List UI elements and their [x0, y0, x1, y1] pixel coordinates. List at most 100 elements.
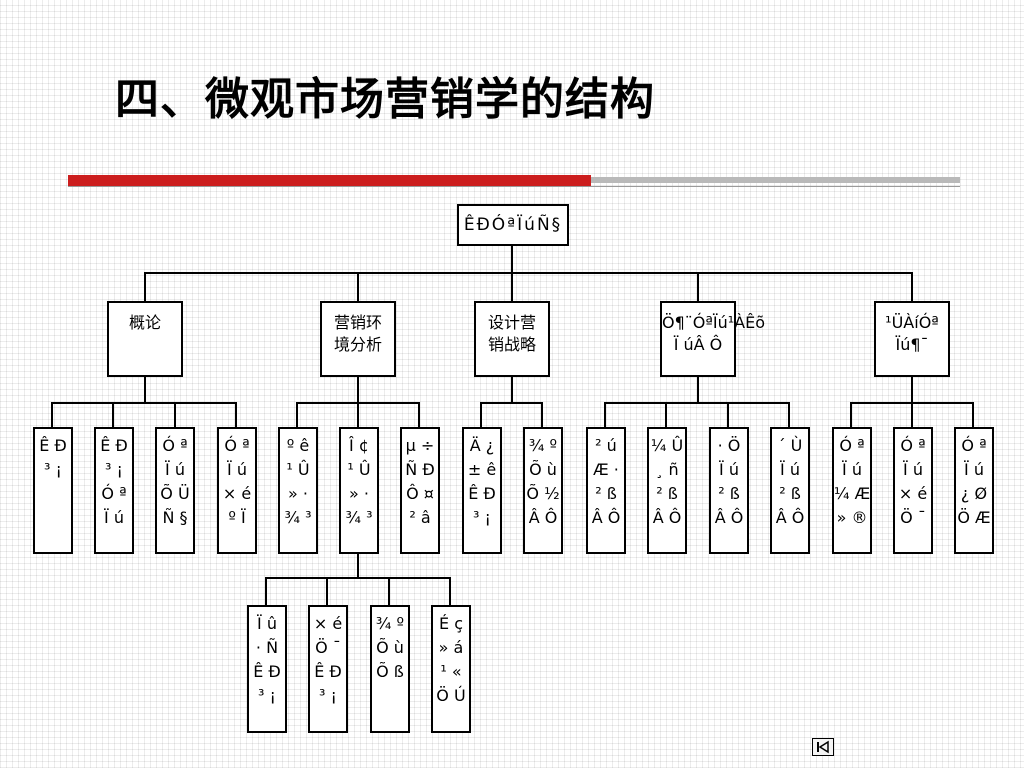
category-node: Ö¶¨ÓªÏú¹ÀÊõ Ï úÂ Ô [660, 301, 766, 377]
leaf-node-text: ² ß [595, 484, 617, 503]
connector [357, 553, 359, 578]
leaf-node-text: Ñ Ð [405, 460, 435, 479]
category-node-line1: ¹ÜÀíÓª [885, 313, 939, 332]
leaf-node-text: ± ê [467, 460, 497, 479]
leaf-node: Ó ª Ï ú × é º Ï [217, 427, 257, 554]
leaf-node: º ê ¹ Û » · ¾ ³ [278, 427, 318, 554]
subleaf-node: × é Ö ¯ Ê Ð ³ ¡ [308, 605, 348, 733]
subleaf-node: É ç » á ¹ « Ö Ú [431, 605, 471, 733]
leaf-node: Ó ª Ï ú × é Ö ¯ [893, 427, 933, 554]
subleaf-node: ¾ º Õ ù Õ ß [370, 605, 410, 733]
leaf-node-text: Ó ª [224, 436, 250, 455]
subleaf-node-text: · Ñ [255, 638, 279, 657]
leaf-node-text: Ó ª [961, 436, 987, 455]
leaf-node-text: Ó ª [900, 436, 926, 455]
leaf-node: Ó ª Ï ú ¿ Ø Ö Æ [954, 427, 994, 554]
connector [480, 402, 482, 428]
nav-first-button[interactable] [812, 738, 834, 756]
leaf-node-text: ¾ ³ [284, 508, 312, 527]
leaf-node-text: ¼ Û [650, 436, 684, 455]
leaf-node: ¾ º Õ ù Õ ½ Â Ô [523, 427, 563, 554]
leaf-node-text: ² ß [718, 484, 740, 503]
title-rule-thin [68, 186, 960, 187]
category-node-line2: Ï úÂ Ô [673, 335, 723, 354]
connector [511, 245, 513, 273]
leaf-node-text: » ® [836, 508, 868, 527]
leaf-node-text: Â Ô [714, 508, 744, 527]
category-node: 概论 [107, 301, 183, 377]
connector [911, 272, 913, 302]
leaf-node: ´ Ù Ï ú ² ß Â Ô [770, 427, 810, 554]
leaf-node: Î ¢ ¹ Û » · ¾ ³ [339, 427, 379, 554]
leaf-node-text: Ê Ð [468, 484, 496, 503]
category-node: 营销环 境分析 [320, 301, 396, 377]
connector [911, 402, 913, 428]
leaf-node-text: Õ ½ [526, 484, 560, 503]
leaf-node-text: Â Ô [528, 508, 558, 527]
subleaf-node-text: Ï û [257, 614, 277, 633]
connector [511, 376, 513, 403]
connector [604, 402, 790, 404]
category-node-line2: 销战略 [487, 335, 536, 354]
leaf-node-text: Â Ô [591, 508, 621, 527]
category-node-line1: 营销环 [333, 313, 382, 332]
subleaf-node-text: Õ ß [376, 662, 404, 681]
leaf-node-text: Ó ª [162, 436, 188, 455]
leaf-node: ² ú Æ · ² ß Â Ô [586, 427, 626, 554]
leaf-node-text: º Ï [228, 508, 246, 527]
subleaf-node-text: Ö Ú [436, 686, 466, 705]
leaf-node-text: µ ÷ [405, 436, 435, 455]
subleaf-node-text: ¾ º [375, 614, 405, 633]
leaf-node-text: Ï ú [964, 460, 984, 479]
leaf-node: µ ÷ Ñ Ð Ô ¤ ² â [400, 427, 440, 554]
category-node-line1: Ö¶¨ÓªÏú¹ÀÊõ [662, 313, 766, 332]
leaf-node-text: ¼ Æ [834, 484, 871, 503]
leaf-node-text: Õ ù [529, 460, 557, 479]
root-node-label: ÊÐÓªÏúÑ§ [463, 215, 563, 235]
connector [850, 402, 852, 428]
category-node-line2: 境分析 [333, 335, 382, 354]
leaf-node-text: Ï ú [104, 508, 124, 527]
leaf-node-text: » · [288, 484, 308, 503]
connector [727, 402, 729, 428]
connector [541, 402, 543, 428]
leaf-node-text: ¿ Ø [960, 484, 988, 503]
leaf-node: ¼ Û ¸ ñ ² ß Â Ô [647, 427, 687, 554]
connector [418, 402, 420, 428]
subleaf-node-text: ³ ¡ [258, 686, 276, 705]
connector [144, 272, 913, 274]
leaf-node: Ó ª Ï ú Õ Ü Ñ § [155, 427, 195, 554]
leaf-node-text: Ï ú [165, 460, 185, 479]
leaf-node-text: Î ¢ [349, 436, 369, 455]
leaf-node-text: Æ · [593, 460, 619, 479]
title-rule-gray [591, 177, 960, 183]
subleaf-node-text: ³ ¡ [319, 686, 337, 705]
connector [357, 376, 359, 403]
leaf-node-text: Ñ § [162, 508, 188, 527]
leaf-node-text: º ê [286, 436, 310, 455]
leaf-node-text: Ï ú [719, 460, 739, 479]
leaf-node-text: Â Ô [652, 508, 682, 527]
leaf-node-text: × é [222, 484, 252, 503]
root-node: ÊÐÓªÏúÑ§ [457, 204, 569, 246]
subleaf-node-text: É ç [439, 614, 463, 633]
leaf-node-text: Ó ª [839, 436, 865, 455]
connector [697, 376, 699, 403]
leaf-node-text: Â Ô [775, 508, 805, 527]
leaf-node-text: Ï ú [227, 460, 247, 479]
category-node-line2: Ïú¶¯ [895, 335, 929, 354]
leaf-node-text: ¹ Û [347, 460, 371, 479]
connector [326, 577, 328, 606]
leaf-node-text: ´ Ù [777, 436, 803, 455]
connector [296, 402, 298, 428]
leaf-node-text: ² â [409, 508, 431, 527]
connector [449, 577, 451, 606]
leaf-node-text: ¾ º [528, 436, 558, 455]
leaf-node-text: ³ ¡ [44, 460, 62, 479]
leaf-node-text: Ï ú [780, 460, 800, 479]
connector [144, 376, 146, 403]
leaf-node-text: ² ß [779, 484, 801, 503]
connector [357, 402, 359, 428]
leaf-node-text: Ö ¯ [900, 508, 926, 527]
connector [357, 272, 359, 302]
